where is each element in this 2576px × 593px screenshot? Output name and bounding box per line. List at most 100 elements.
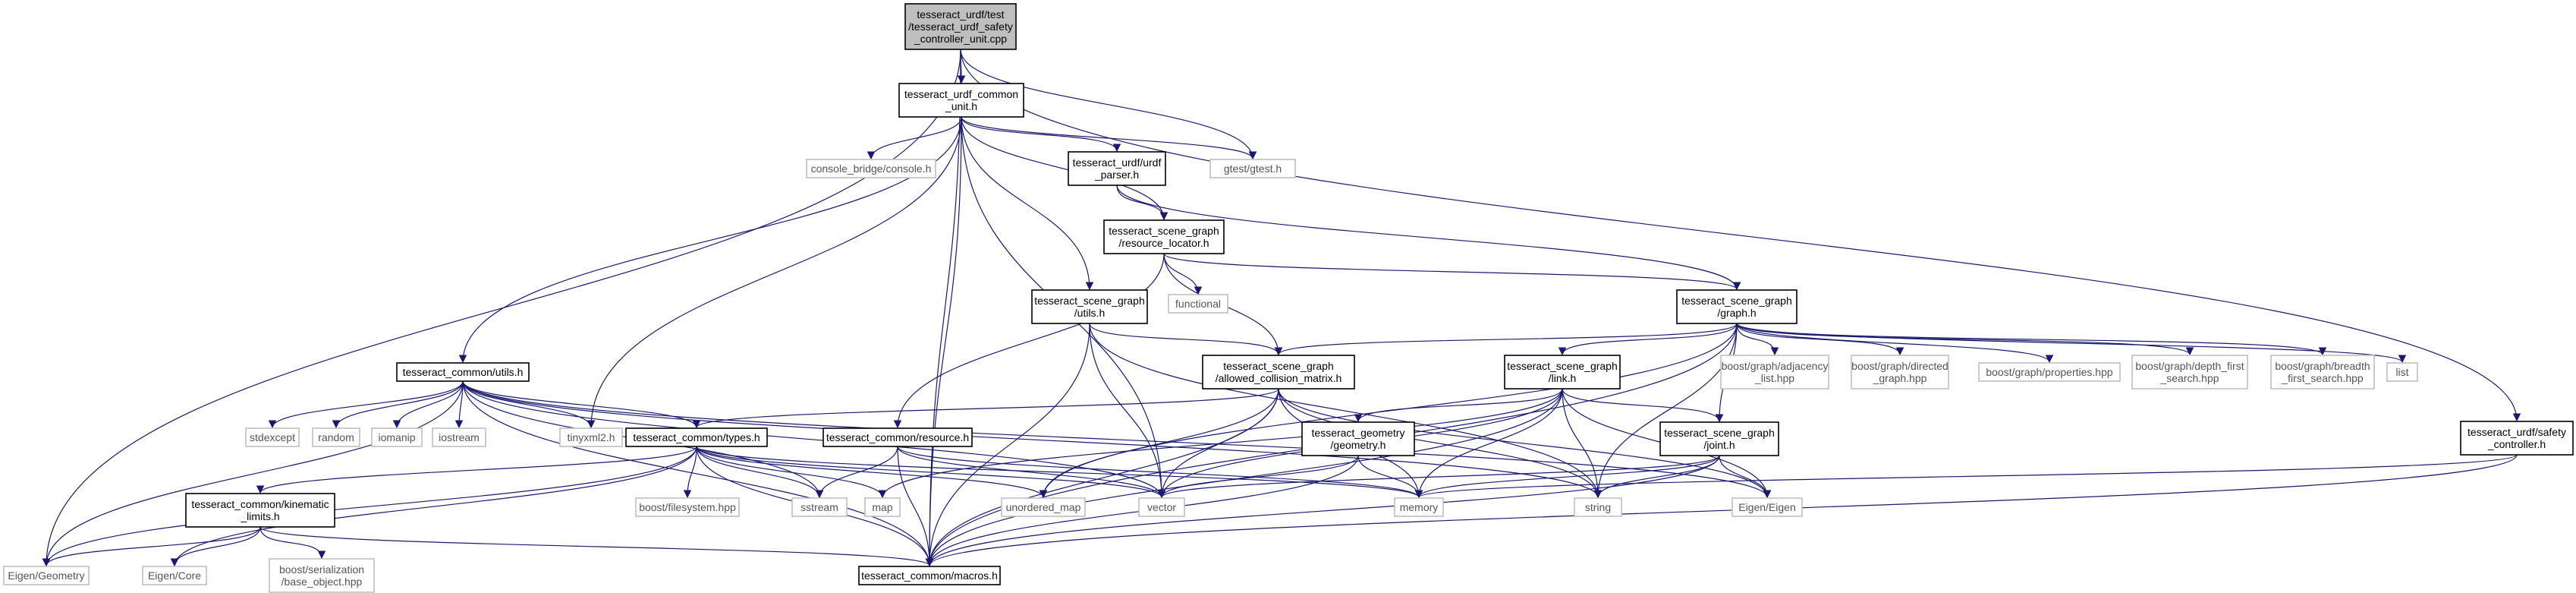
node-memory: memory bbox=[1394, 497, 1444, 517]
edge-graph-to-directed bbox=[1736, 323, 1904, 356]
edge-common_unit-to-gtest bbox=[961, 116, 1257, 160]
edge-kinematic-to-base_object bbox=[259, 526, 326, 560]
node-label: list bbox=[2395, 366, 2408, 378]
node-box bbox=[822, 427, 973, 447]
edge-root-to-safety bbox=[960, 49, 2521, 422]
node-resource[interactable]: tesseract_common/resource.h bbox=[822, 427, 973, 447]
edge-sg_utils-to-vector bbox=[1089, 323, 1166, 499]
node-label: /resource_locator.h bbox=[1118, 237, 1209, 249]
edge-graph-to-list bbox=[1736, 323, 2407, 364]
edge-sg_utils-to-acm bbox=[1089, 323, 1283, 356]
edge-common_unit-to-resource_locator bbox=[961, 116, 1168, 221]
node-label: unordered_map bbox=[1006, 501, 1081, 513]
node-box bbox=[269, 558, 375, 593]
node-console: console_bridge/console.h bbox=[806, 159, 936, 178]
node-joint[interactable]: tesseract_scene_graph/joint.h bbox=[1659, 421, 1779, 456]
edge-link-to-macros bbox=[925, 388, 1563, 567]
node-macros[interactable]: tesseract_common/macros.h bbox=[858, 566, 1001, 585]
node-functional: functional bbox=[1168, 294, 1228, 314]
node-box bbox=[2460, 421, 2574, 456]
node-label: Eigen/Core bbox=[148, 569, 201, 582]
node-common-unit[interactable]: tesseract_urdf_common_unit.h bbox=[898, 83, 1024, 118]
node-label: _first_search.hpp bbox=[2281, 372, 2364, 384]
node-label: functional bbox=[1175, 298, 1221, 310]
edge-types-to-eigen_geometry bbox=[42, 446, 697, 567]
node-label: tesseract_common/types.h bbox=[633, 431, 760, 443]
node-geometry[interactable]: tesseract_geometry/geometry.h bbox=[1301, 421, 1415, 456]
node-sg-utils[interactable]: tesseract_scene_graph/utils.h bbox=[1031, 289, 1148, 324]
edge-types-to-unordered_map bbox=[696, 446, 1048, 499]
edge-acm-to-unordered_map bbox=[1039, 388, 1279, 499]
node-label: boost/graph/breadth bbox=[2275, 360, 2370, 372]
node-box bbox=[142, 566, 207, 585]
node-box bbox=[559, 427, 623, 447]
node-box bbox=[806, 159, 936, 178]
edge-root-to-macros bbox=[925, 49, 961, 567]
node-box bbox=[1138, 497, 1185, 517]
node-label: /allowed_collision_matrix.h bbox=[1216, 372, 1342, 384]
node-box bbox=[625, 427, 768, 447]
node-stdexcept: stdexcept bbox=[245, 427, 300, 447]
node-kinematic[interactable]: tesseract_common/kinematic_limits.h bbox=[185, 493, 335, 528]
edge-common_utils-to-string bbox=[462, 380, 1603, 499]
node-label: gtest/gtest.h bbox=[1224, 162, 1282, 175]
node-label: _graph.hpp bbox=[1873, 372, 1927, 384]
node-box bbox=[1851, 355, 1949, 390]
node-unordered-map: unordered_map bbox=[1001, 497, 1086, 517]
node-resource-locator[interactable]: tesseract_scene_graph/resource_locator.h bbox=[1103, 219, 1225, 254]
node-safety[interactable]: tesseract_urdf/safety_controller.h bbox=[2460, 421, 2574, 456]
node-box bbox=[432, 427, 486, 447]
edges-layer bbox=[42, 49, 2521, 567]
node-random: random bbox=[312, 427, 360, 447]
node-list: list bbox=[2386, 362, 2418, 382]
edge-joint-to-macros bbox=[925, 455, 1720, 567]
node-urdf-parser[interactable]: tesseract_urdf/urdf_parser.h bbox=[1068, 151, 1166, 186]
edge-common_utils-to-iomanip bbox=[392, 380, 464, 429]
node-label: tesseract_urdf/test bbox=[917, 8, 1004, 21]
node-box bbox=[245, 427, 300, 447]
node-label: map bbox=[872, 501, 892, 513]
node-box bbox=[3, 566, 90, 585]
edge-kinematic-to-eigen_core bbox=[170, 526, 261, 567]
edge-common_unit-to-sg_utils bbox=[961, 116, 1094, 291]
edge-geometry-to-vector bbox=[1157, 455, 1359, 499]
node-label: boost/graph/directed bbox=[1851, 360, 1949, 372]
node-eigen-core: Eigen/Core bbox=[142, 566, 207, 585]
edge-types-to-vector bbox=[696, 446, 1166, 499]
node-box bbox=[1202, 355, 1355, 390]
node-box bbox=[1720, 355, 1829, 390]
node-label: tesseract_geometry bbox=[1312, 427, 1405, 439]
edge-link-to-memory bbox=[1414, 388, 1563, 499]
edge-joint-to-memory bbox=[1414, 455, 1720, 499]
node-box bbox=[1574, 497, 1622, 517]
node-types[interactable]: tesseract_common/types.h bbox=[625, 427, 768, 447]
edge-common_utils-to-tinyxml2 bbox=[462, 380, 596, 429]
node-box bbox=[858, 566, 1001, 585]
node-box bbox=[1168, 294, 1228, 314]
edge-link-to-geometry bbox=[1354, 388, 1563, 423]
node-graph[interactable]: tesseract_scene_graph/graph.h bbox=[1676, 289, 1798, 324]
node-link[interactable]: tesseract_scene_graph/link.h bbox=[1504, 355, 1621, 390]
node-label: tesseract_scene_graph bbox=[1109, 225, 1219, 237]
edge-graph-to-string bbox=[1593, 323, 1738, 499]
node-properties: boost/graph/properties.hpp bbox=[1978, 362, 2121, 382]
node-root[interactable]: tesseract_urdf/test/tesseract_urdf_safet… bbox=[904, 3, 1017, 50]
node-box bbox=[1031, 289, 1148, 324]
node-acm[interactable]: tesseract_scene_graph/allowed_collision_… bbox=[1202, 355, 1355, 390]
node-string: string bbox=[1574, 497, 1622, 517]
edge-types-to-filesystem bbox=[683, 446, 697, 499]
edge-link-to-map bbox=[878, 388, 1563, 499]
node-common-utils[interactable]: tesseract_common/utils.h bbox=[396, 362, 530, 382]
edge-root-to-gtest bbox=[960, 49, 1257, 160]
edge-sg_utils-to-macros bbox=[925, 323, 1090, 567]
node-label: tesseract_urdf/safety bbox=[2467, 426, 2566, 438]
edge-resource-to-sstream bbox=[815, 446, 898, 499]
edge-link-to-joint bbox=[1562, 388, 1724, 423]
node-label: _list.hpp bbox=[1754, 372, 1794, 384]
edge-common_utils-to-macros bbox=[462, 380, 934, 567]
node-label: /link.h bbox=[1549, 372, 1577, 384]
edge-common_utils-to-stdexcept bbox=[268, 380, 464, 429]
node-box bbox=[1103, 219, 1225, 254]
edge-common_utils-to-iostream bbox=[454, 380, 464, 429]
node-box bbox=[312, 427, 360, 447]
